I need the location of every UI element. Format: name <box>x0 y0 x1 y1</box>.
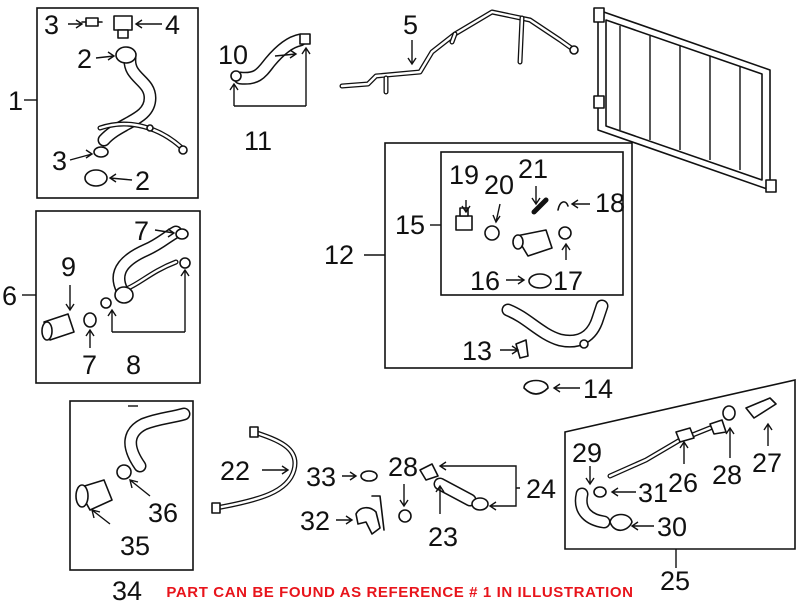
ref-26: 26 <box>668 468 698 498</box>
ref-23: 23 <box>428 522 458 552</box>
ref-33: 33 <box>306 462 336 492</box>
ref-28-center: 28 <box>388 452 418 482</box>
clip-18 <box>557 201 569 211</box>
group-box-6 <box>35 210 201 384</box>
radiator <box>593 7 777 193</box>
group-box-34 <box>69 400 194 571</box>
ref-27: 27 <box>752 448 782 478</box>
ref-19: 19 <box>449 160 479 190</box>
outlet-9 <box>41 313 75 341</box>
ref-5: 5 <box>403 10 418 40</box>
seal-ring-17 <box>558 226 572 240</box>
ref-20: 20 <box>484 170 514 200</box>
seal-ring-20 <box>484 225 500 241</box>
ref-35: 35 <box>120 531 150 561</box>
connector-4 <box>113 15 133 39</box>
leader-lines <box>22 19 773 568</box>
hose-29 <box>574 487 611 529</box>
ref-17: 17 <box>553 266 583 296</box>
ref-15: 15 <box>395 210 425 240</box>
connector-27 <box>745 397 777 419</box>
ref-22: 22 <box>220 456 250 486</box>
group-box-15 <box>440 151 624 296</box>
group-box-1 <box>36 7 199 199</box>
seal-ring-16 <box>528 273 552 289</box>
ref-8: 8 <box>126 350 141 380</box>
ref-25: 25 <box>660 566 690 596</box>
ref-6: 6 <box>2 281 17 311</box>
coolant-hose-13 <box>501 299 609 359</box>
ref-14: 14 <box>583 374 613 404</box>
hose-clamp-3-bottom <box>93 146 109 158</box>
hose-clamp-28-right <box>722 405 736 421</box>
connector-28-center <box>419 463 439 481</box>
small-hose-10 <box>230 33 311 85</box>
reference-numbers: 1 3 4 2 3 2 10 11 5 6 7 9 7 8 12 15 19 2… <box>2 10 782 606</box>
hose-clamp-3-top <box>81 17 103 27</box>
ref-12: 12 <box>324 240 354 270</box>
ref-1: 1 <box>8 86 23 116</box>
hose-clamp-8-right <box>179 257 191 269</box>
hose-clamp-36 <box>116 464 132 480</box>
sensor-19 <box>455 207 473 231</box>
ref-18: 18 <box>595 188 625 218</box>
footer-note: PART CAN BE FOUND AS REFERENCE # 1 IN IL… <box>166 584 634 601</box>
ref-2-bottom: 2 <box>135 166 150 196</box>
seal-ring-2-bottom <box>84 169 108 187</box>
coolant-pipe-5 <box>339 9 579 95</box>
ref-2-top: 2 <box>77 44 92 74</box>
o-ring-33 <box>360 470 378 482</box>
ref-16: 16 <box>470 266 500 296</box>
hose-clamp-30 <box>609 513 633 532</box>
ref-30: 30 <box>657 512 687 542</box>
ref-7-top: 7 <box>134 216 149 246</box>
coolant-pipe-26 <box>607 419 727 479</box>
seal-ring-2-top <box>115 46 137 64</box>
ref-9: 9 <box>61 252 76 282</box>
hose-clamp-28-left <box>398 509 412 523</box>
group-box-25 <box>564 378 796 550</box>
ref-21: 21 <box>518 154 548 184</box>
hose-clamp-14 <box>523 379 549 395</box>
ref-34: 34 <box>112 576 142 606</box>
ref-36: 36 <box>148 498 178 528</box>
ref-13: 13 <box>462 336 492 366</box>
ref-10: 10 <box>218 40 248 70</box>
thermostat-housing <box>512 229 553 257</box>
ref-31: 31 <box>638 478 668 508</box>
ref-29: 29 <box>572 438 602 468</box>
ref-7-bottom: 7 <box>82 350 97 380</box>
upper-radiator-hose <box>97 51 188 155</box>
hose-23 <box>433 477 489 511</box>
ref-24: 24 <box>526 474 556 504</box>
ref-32: 32 <box>300 506 330 536</box>
bracket-32 <box>355 495 385 535</box>
thermostat-35 <box>75 479 113 511</box>
clip-21 <box>531 197 549 215</box>
hose-clamp-8-left <box>100 297 112 309</box>
ref-11: 11 <box>244 126 272 156</box>
ref-4: 4 <box>165 10 180 40</box>
ref-28-right: 28 <box>712 460 742 490</box>
hose-22 <box>211 426 298 514</box>
ref-3-top: 3 <box>44 10 59 40</box>
ref-3-bottom: 3 <box>52 146 67 176</box>
hose-34 <box>124 407 191 473</box>
hose-clamp-7-top <box>175 228 189 240</box>
seal-7-bottom <box>83 312 97 328</box>
o-ring-31 <box>593 486 607 498</box>
